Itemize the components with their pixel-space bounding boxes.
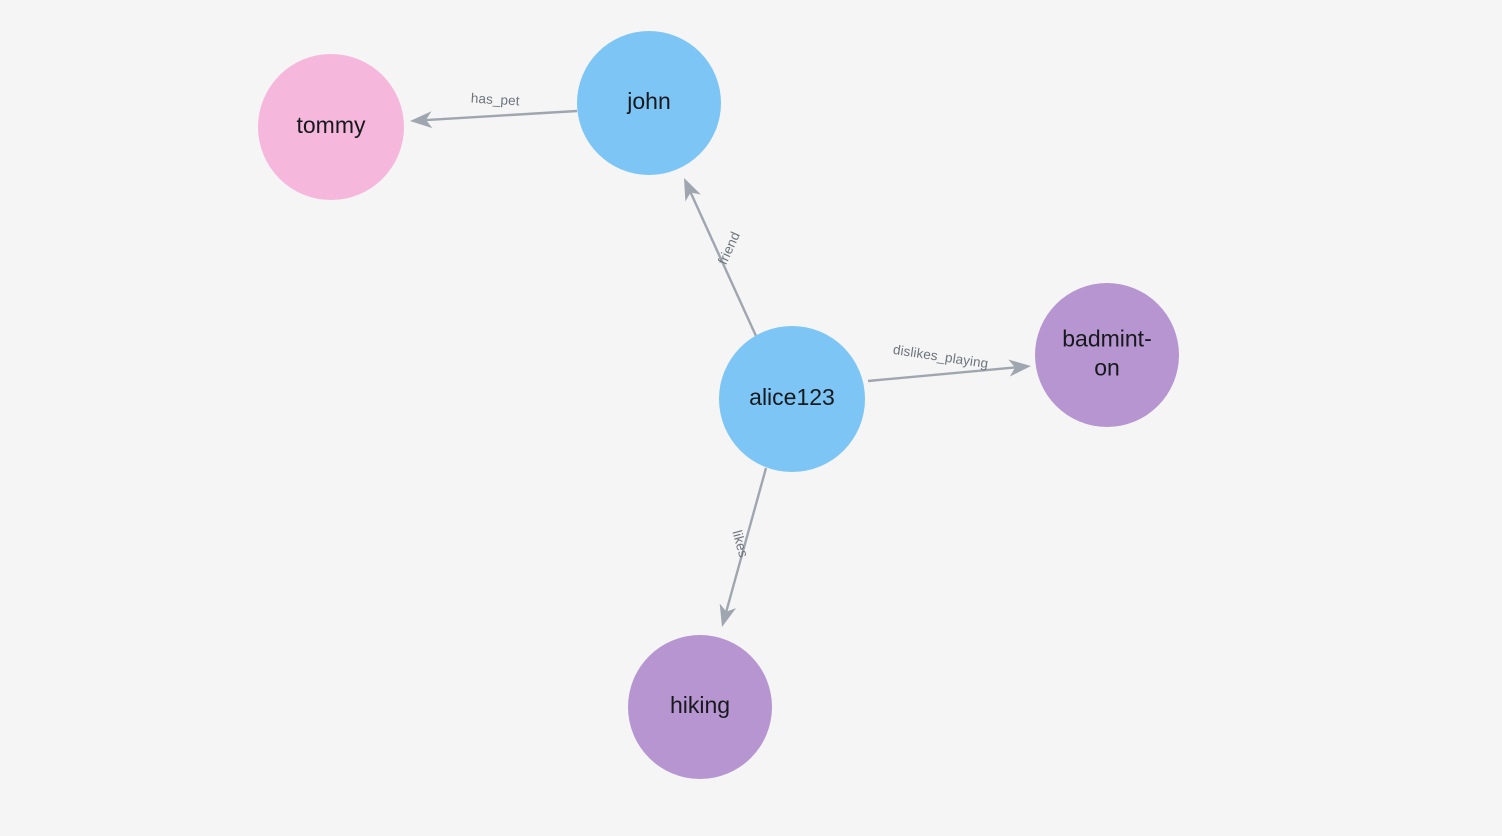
edge-line	[725, 467, 768, 612]
graph-node-john[interactable]: john	[577, 31, 721, 175]
graph-node-hiking[interactable]: hiking	[628, 635, 772, 779]
nodes-layer: tommy john alice123 badmint-on hiking	[258, 31, 1179, 779]
edge-arrowhead	[1008, 359, 1031, 377]
edge-line	[425, 109, 578, 122]
edge-line	[867, 366, 1016, 383]
graph-node-badminton[interactable]: badmint-on	[1035, 283, 1179, 427]
graph-edge[interactable]: has_pet	[410, 91, 578, 129]
node-circle[interactable]	[577, 31, 721, 175]
edge-label: friend	[715, 229, 743, 267]
graph-edge[interactable]: likes	[719, 467, 768, 627]
edge-arrowhead	[719, 603, 737, 627]
edge-label: likes	[729, 529, 751, 560]
edge-arrowhead	[410, 111, 433, 129]
edge-line	[689, 192, 758, 337]
graph-node-alice123[interactable]: alice123	[719, 326, 865, 472]
node-circle[interactable]	[719, 326, 865, 472]
edge-arrowhead	[684, 178, 701, 202]
node-circle[interactable]	[1035, 283, 1179, 427]
node-circle[interactable]	[628, 635, 772, 779]
node-circle[interactable]	[258, 54, 404, 200]
edge-label: dislikes_playing	[892, 342, 989, 371]
edge-label: has_pet	[470, 91, 520, 109]
graph-edge[interactable]: friend	[684, 178, 758, 337]
graph-node-tommy[interactable]: tommy	[258, 54, 404, 200]
graph-edge[interactable]: dislikes_playing	[867, 342, 1031, 383]
